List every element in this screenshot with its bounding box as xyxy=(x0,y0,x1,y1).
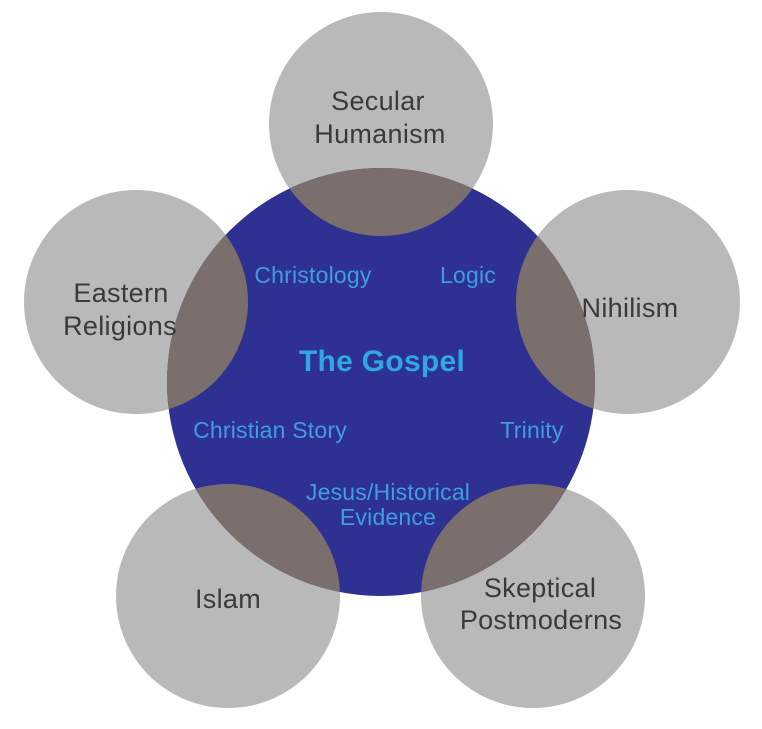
label-skeptical-postmoderns-line1: Skeptical xyxy=(484,573,596,603)
label-the-gospel: The Gospel xyxy=(299,345,465,378)
label-secular-humanism-line2: Humanism xyxy=(314,119,445,149)
worldview-labels: Secular Humanism Eastern Religions Nihil… xyxy=(63,86,678,635)
label-eastern-religions-line2: Religions xyxy=(63,311,177,341)
overlap-secular-humanism xyxy=(269,168,493,236)
gospel-topic-labels: Christology Logic The Gospel Christian S… xyxy=(193,262,564,530)
label-islam: Islam xyxy=(195,584,261,614)
label-jesus-historical-line2: Evidence xyxy=(340,504,436,530)
label-christology: Christology xyxy=(254,262,372,288)
label-trinity: Trinity xyxy=(500,417,563,443)
label-nihilism: Nihilism xyxy=(582,293,679,323)
label-eastern-religions-line1: Eastern xyxy=(73,278,168,308)
label-skeptical-postmoderns-line2: Postmoderns xyxy=(460,605,622,635)
label-logic: Logic xyxy=(440,262,496,288)
label-jesus-historical-line1: Jesus/Historical xyxy=(306,479,470,505)
circle-the-gospel xyxy=(167,168,595,596)
label-secular-humanism-line1: Secular xyxy=(331,86,425,116)
label-christian-story: Christian Story xyxy=(193,417,347,443)
